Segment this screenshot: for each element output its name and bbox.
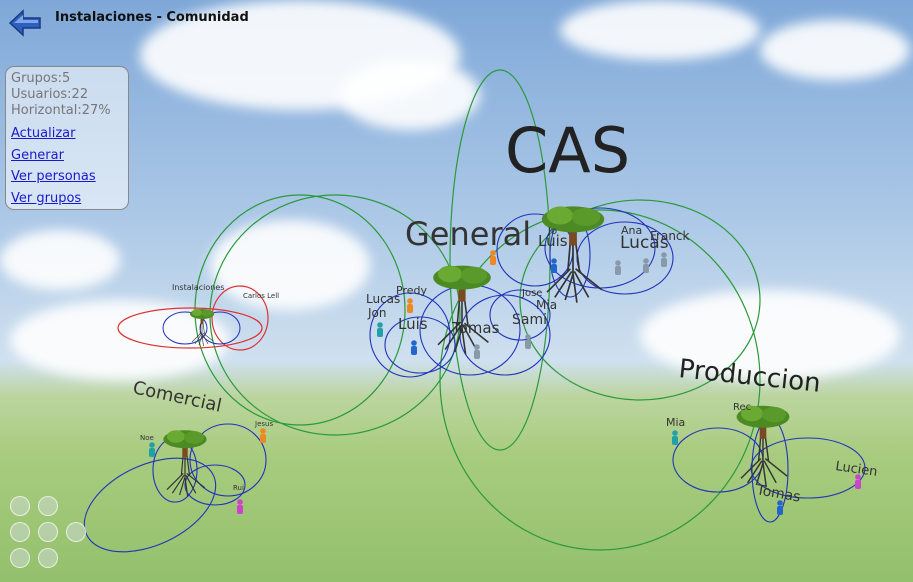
group-ring [199,311,241,345]
nav-up-icon[interactable] [38,496,58,516]
person-icon [149,442,155,457]
person-icon [474,344,480,359]
group-ring [117,307,263,349]
groups-count: Grupos:5 [11,71,71,86]
person-icon [377,322,383,337]
cloud [210,220,370,310]
person-label: Lucas [366,292,400,306]
person-label: Jesus [254,420,273,428]
person-label: Rui [233,484,244,492]
person-icon [490,250,496,265]
group-ring [519,199,761,401]
nav-left-icon[interactable] [10,522,30,542]
group-ring [189,423,267,497]
person-icon [525,334,531,349]
person-label: Rec [733,402,751,413]
group-ring [83,457,217,553]
view-people-link[interactable]: Ver personas [11,169,96,184]
person-label: Noe [140,434,154,442]
nav-up-icon[interactable] [10,496,30,516]
group-label-produccion: Produccion [677,354,822,399]
view-groups-link[interactable]: Ver grupos [11,190,82,206]
nav-center-icon[interactable] [38,522,58,542]
person-label: Jo [547,226,557,237]
person-label: Luis [538,232,568,250]
tree-icon [735,405,791,488]
person-label: Predy [396,284,427,297]
person-label: Franck [650,229,690,243]
group-ring [369,292,451,378]
person-label: Sami [512,312,547,328]
person-label: Jose [521,288,542,299]
person-label: Carlos Lell [243,292,279,300]
cloud [640,290,900,380]
person-label: Mia [536,298,557,312]
cloud [340,60,480,130]
person-icon [407,298,413,313]
person-icon [237,499,243,514]
group-ring [162,311,208,345]
refresh-link[interactable]: Actualizar [11,126,76,141]
cloud [560,0,760,60]
group-cas[interactable]: CAS Luis Lucas Ana Franck Jo [490,114,690,304]
group-instalaciones[interactable]: Instalaciones Carlos Lell [117,283,279,351]
cloud [760,20,910,80]
group-label-instalaciones: Instalaciones [172,283,224,292]
person-label: Tomas [754,482,801,506]
person-icon [260,428,266,443]
nav-down-icon[interactable] [38,548,58,568]
users-count: Usuarios:22 [11,87,89,102]
person-label: Lucas [620,233,669,253]
person-label: Mia [666,416,685,429]
horizontal-percent: Horizontal:27% [11,103,111,118]
cloud [0,230,120,290]
person-icon [777,500,783,515]
group-general[interactable]: General Lucas Predy Jon Luis Tomas Mia S… [366,215,557,378]
group-label-general: General [405,215,531,253]
person-label: Ana [621,224,642,237]
person-icon [551,258,557,273]
group-label-comercial: Comercial [131,377,224,416]
person-icon [672,430,678,445]
person-icon [661,252,667,267]
person-label: Tomas [451,319,500,337]
back-arrow-icon[interactable] [8,8,42,38]
person-icon [643,258,649,273]
generate-link[interactable]: Generar [11,147,64,163]
person-icon [615,260,621,275]
nav-down-icon[interactable] [10,548,30,568]
group-ring [672,427,764,493]
group-ring [211,285,269,351]
page-title: Instalaciones - Comunidad [55,10,249,25]
group-ring [384,316,456,374]
group-ring [751,417,789,523]
group-produccion[interactable]: Produccion Mia Rec Lucien Tomas [666,354,878,523]
group-label-cas: CAS [505,114,630,187]
group-ring [489,289,551,341]
group-ring [184,464,246,506]
person-label: Luis [398,315,428,333]
nav-right-icon[interactable] [66,522,86,542]
person-label: Lucien [834,459,878,480]
group-ring [439,209,761,551]
person-label: Jon [367,306,387,320]
info-panel: Grupos:5 Usuarios:22 Horizontal:27% Actu… [5,66,129,210]
person-icon [855,474,861,489]
person-icon [411,340,417,355]
